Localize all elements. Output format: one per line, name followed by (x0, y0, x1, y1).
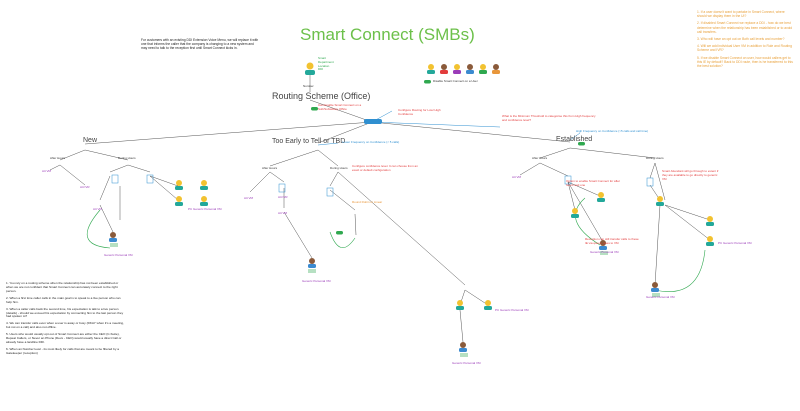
note-item: 2. When a first time caller calls in the… (6, 295, 121, 304)
question-item: 4. Will we add individual User VM in add… (697, 44, 792, 53)
intro-text: For customers with an existing DDI Exten… (141, 38, 259, 51)
notes-list: 1. You rely on a routing scheme when the… (6, 281, 126, 359)
est-pc-generic-vm: PC Generic Personal VM (718, 241, 752, 245)
tbd-roundrobin: Round Robin or Linear (352, 200, 383, 204)
enable-note: Can Enable Smart Connect on a Sub/Subsid… (318, 103, 362, 111)
note-item: 5. Users who would usually opt out of Sm… (6, 332, 122, 345)
routing-heading: Routing Scheme (Office) (272, 91, 371, 101)
transfer-icons (110, 243, 660, 357)
note-item: 1. You rely on a routing scheme when the… (6, 281, 119, 293)
question-item: 3. Who will have an opt out on Both call… (697, 36, 785, 41)
new-att-ivr: Att IVR (80, 185, 90, 189)
branch-new: New (83, 137, 98, 144)
est-att-vm: Att VM (512, 175, 522, 179)
new-att-vm: Att VM (42, 169, 52, 173)
tbd-att-vm: Att VM (244, 196, 254, 200)
est-transfer-note: Reception can still transfer calls to th… (585, 237, 639, 245)
threshold-note: What is the Minimum Threshold to categor… (502, 114, 596, 122)
est-during-hours: During Hours (646, 156, 664, 160)
branch-established: Established (556, 136, 593, 143)
tbd-after-hours: After Hours (262, 166, 278, 170)
connectors (49, 72, 711, 343)
tbd-generic-vm: Generic Personal VM (302, 279, 331, 283)
confidence-level-note: Configure confidence level. It can choos… (352, 164, 418, 172)
est-generic-vm-2: Generic Personal VM (646, 295, 675, 299)
note-item: 3. When a caller calls back the second t… (6, 306, 124, 319)
high-frequency-note: High Frequency on Confidence (>5 calls a… (576, 129, 649, 133)
new-after-hours: After Hours (50, 156, 66, 160)
question-item: 5. If we disable Smart Connect on user, … (697, 55, 793, 68)
new-generic-vm: Generic Personal VM (104, 253, 133, 257)
note-item: 6. When an Number level - its most likel… (6, 347, 119, 355)
new-during-hours: During Hours (118, 156, 136, 160)
legend-people (427, 64, 500, 74)
loop-connectors (86, 197, 706, 292)
number-label: Number (303, 84, 314, 88)
tbd-during-hours: During Hours (330, 166, 348, 170)
number-note: Smart Department Location DDI (318, 56, 334, 72)
tbd-att-vm-2: Att VM (278, 211, 288, 215)
tbd-generic-vm-2: Generic Personal VM (452, 361, 481, 365)
number-person-icon (305, 62, 315, 75)
ivr-boxes (111, 174, 654, 197)
est-after-hours: After Hours (532, 156, 548, 160)
legend-disable-note: Disable Smart Connect on a User (433, 79, 478, 83)
est-personal-vm-note: Smart Attendant will go through to exten… (662, 169, 719, 181)
question-item: 1. If a user doesn't want to partake in … (697, 10, 785, 19)
new-att-vm-2: Att VM (93, 207, 103, 211)
tbd-att-ivr: Att IVR (278, 195, 288, 199)
question-item: 2. If disabled Smart Connect we replace … (697, 21, 793, 34)
est-generic-vm: Generic Personal VM (590, 250, 619, 254)
page-title: Smart Connect (SMBs) (300, 25, 475, 44)
person-icons (109, 180, 714, 352)
hub-node (364, 119, 382, 124)
tbd-pc-generic-vm: PC Generic Personal VM (495, 308, 529, 312)
questions-list: 1. If a user doesn't want to partake in … (697, 10, 795, 71)
toggle-icons (311, 80, 585, 235)
est-option-note: Option to enable Smart Connect for after… (566, 179, 621, 187)
config-note: Configure Routing for Low/ High Confiden… (398, 108, 441, 116)
new-pc-generic-vm: PC Generic Personal VM (188, 207, 222, 211)
lower-frequency-note: Lower Frequency on Confidence (< 5 calls… (342, 140, 400, 144)
branch-tbd: Too Early to Tell or TBD (272, 138, 346, 145)
note-item: 4. We can transfer calls even when a use… (6, 321, 124, 330)
